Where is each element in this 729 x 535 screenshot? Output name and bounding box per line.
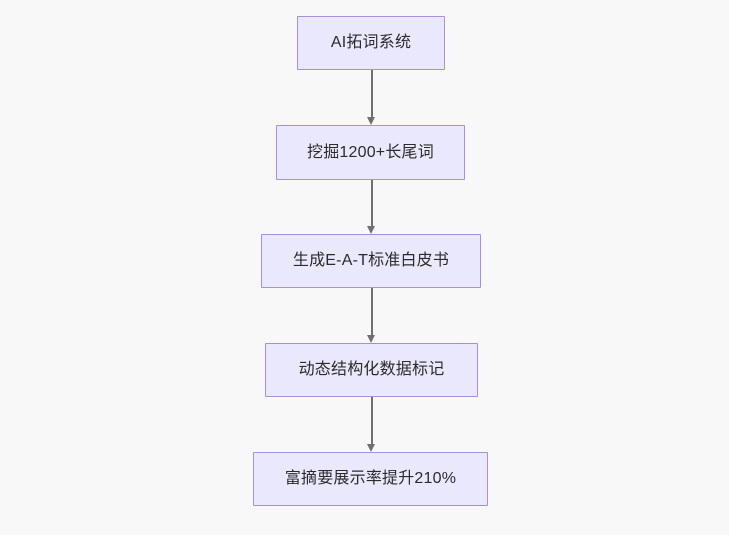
flow-node-mine-longtail-keywords[interactable]: 挖掘1200+长尾词 <box>276 125 465 180</box>
edge-line <box>371 288 373 336</box>
edge-line <box>371 70 373 118</box>
arrowhead-icon <box>367 444 376 452</box>
edge-line <box>371 397 373 445</box>
arrowhead-icon <box>367 226 376 234</box>
flow-node-label: AI拓词系统 <box>330 34 412 51</box>
flow-node-label: 生成E-A-T标准白皮书 <box>292 252 450 269</box>
flow-node-label: 挖掘1200+长尾词 <box>307 143 434 161</box>
flow-node-label: 富摘要展示率提升210% <box>284 470 457 487</box>
edge-line <box>371 180 373 227</box>
flow-node-rich-snippet-impression-uplift[interactable]: 富摘要展示率提升210% <box>253 452 488 506</box>
flow-node-generate-eat-whitepaper[interactable]: 生成E-A-T标准白皮书 <box>261 234 481 288</box>
flow-node-label: 动态结构化数据标记 <box>298 361 445 378</box>
flow-node-ai-keyword-system[interactable]: AI拓词系统 <box>297 16 445 70</box>
flow-node-dynamic-structured-data-markup[interactable]: 动态结构化数据标记 <box>265 343 478 397</box>
arrowhead-icon <box>367 117 376 125</box>
arrowhead-icon <box>367 335 376 343</box>
